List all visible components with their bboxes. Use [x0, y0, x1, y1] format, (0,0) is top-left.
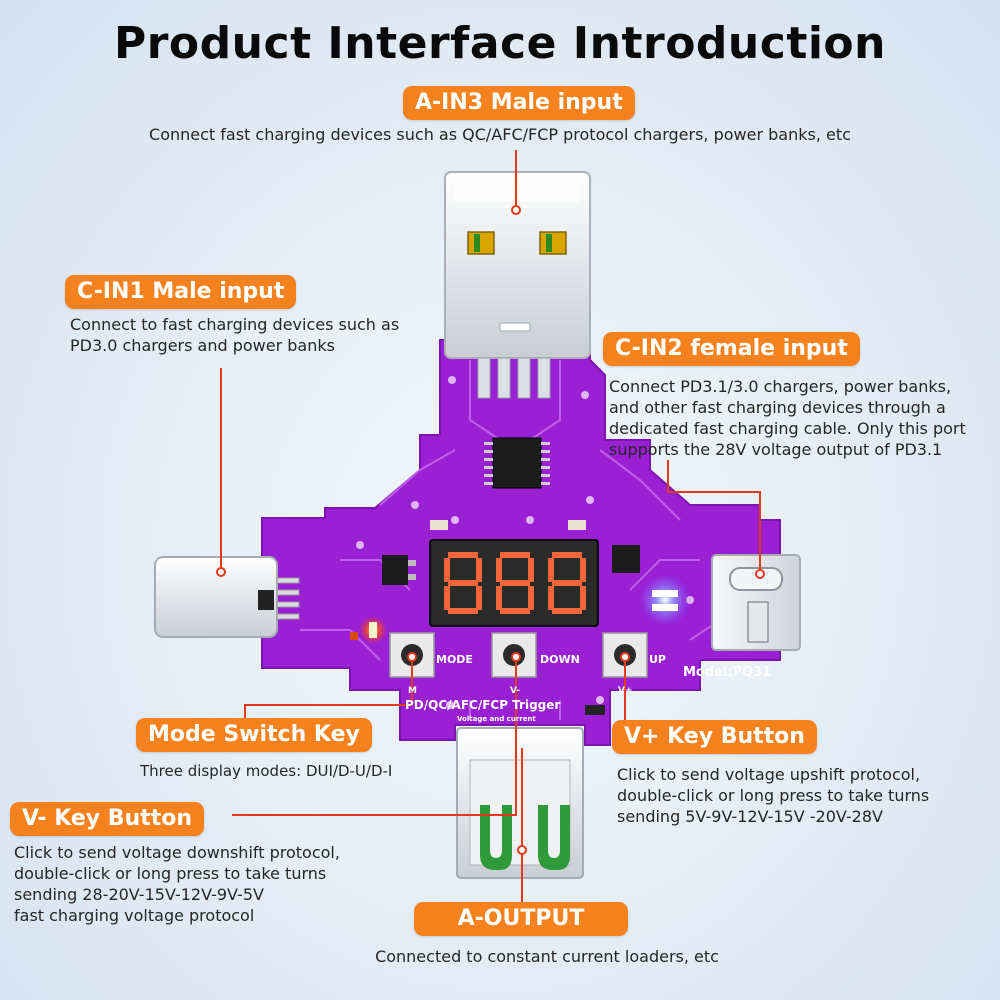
- usb-c-male-connector-icon: [154, 556, 300, 638]
- c-in2-desc-line-3: dedicated fast charging cable. Only this…: [609, 419, 966, 438]
- c-in1-tag: C-IN1 Male input: [65, 275, 297, 309]
- c-in2-tag: C-IN2 female input: [603, 332, 860, 366]
- ic-chip-icon: [382, 437, 640, 715]
- vplus-key-tag: V+ Key Button: [612, 720, 817, 754]
- trigger-silk-label: PD/QC/AFC/FCP Trigger: [405, 698, 560, 712]
- vplus-key-description: Click to send voltage upshift protocol, …: [617, 764, 929, 827]
- usb-a-male-connector-icon: [444, 171, 591, 399]
- vplus-desc-line-2: double-click or long press to take turns: [617, 786, 930, 805]
- up-silk-label: UP: [649, 653, 666, 666]
- model-silk-label: Model:PQ31: [683, 665, 771, 680]
- vminus-key-tag: V- Key Button: [10, 802, 205, 836]
- c-in1-description: Connect to fast charging devices such as…: [70, 314, 399, 356]
- a-in3-description: Connect fast charging devices such as QC…: [149, 125, 851, 144]
- leader-dots: [216, 205, 765, 855]
- page-title: Product Interface Introduction: [113, 18, 886, 69]
- vminus-desc-line-1: Click to send voltage downshift protocol…: [14, 843, 340, 862]
- vplus-desc-line-3: sending 5V-9V-12V-15V -20V-28V: [617, 807, 883, 826]
- vplus-desc-line-1: Click to send voltage upshift protocol,: [617, 765, 921, 784]
- seven-segment-display-icon: [429, 539, 599, 627]
- c-in2-description: Connect PD3.1/3.0 chargers, power banks,…: [609, 376, 999, 460]
- c-in1-desc-line-1: Connect to fast charging devices such as: [70, 315, 400, 334]
- trigger-sub-silk-label: Voltage and current: [457, 715, 536, 723]
- vplus-silk-mark: V+: [618, 686, 633, 696]
- vminus-silk-mark: V-: [510, 686, 520, 696]
- usb-c-female-connector-icon: [711, 554, 801, 651]
- c-in2-desc-line-4: supports the 28V voltage output of PD3.1: [609, 440, 943, 459]
- leader-lines: [220, 150, 761, 902]
- led-icon: [350, 574, 691, 644]
- vminus-desc-line-2: double-click or long press to take turns: [14, 864, 327, 883]
- c-in2-desc-line-1: Connect PD3.1/3.0 chargers, power banks,: [609, 377, 952, 396]
- mode-switch-key-tag: Mode Switch Key: [136, 718, 372, 752]
- a-output-tag: A-OUTPUT: [414, 902, 628, 936]
- vminus-desc-line-3: sending 28-20V-15V-12V-9V-5V: [14, 885, 264, 904]
- usb-a-female-connector-icon: [456, 727, 584, 879]
- down-silk-label: DOWN: [540, 653, 580, 666]
- c-in2-desc-line-2: and other fast charging devices through …: [609, 398, 946, 417]
- mode-switch-key-description: Three display modes: DUI/D-U/D-I: [140, 762, 393, 780]
- c-in1-desc-line-2: PD3.0 chargers and power banks: [70, 336, 335, 355]
- vminus-desc-line-4: fast charging voltage protocol: [14, 906, 255, 925]
- a-in3-tag: A-IN3 Male input: [403, 86, 635, 120]
- mode-silk-label: MODE: [436, 653, 473, 666]
- vminus-key-description: Click to send voltage downshift protocol…: [14, 842, 340, 926]
- a-output-description: Connected to constant current loaders, e…: [375, 947, 719, 966]
- m-silk-mark: M: [408, 686, 417, 696]
